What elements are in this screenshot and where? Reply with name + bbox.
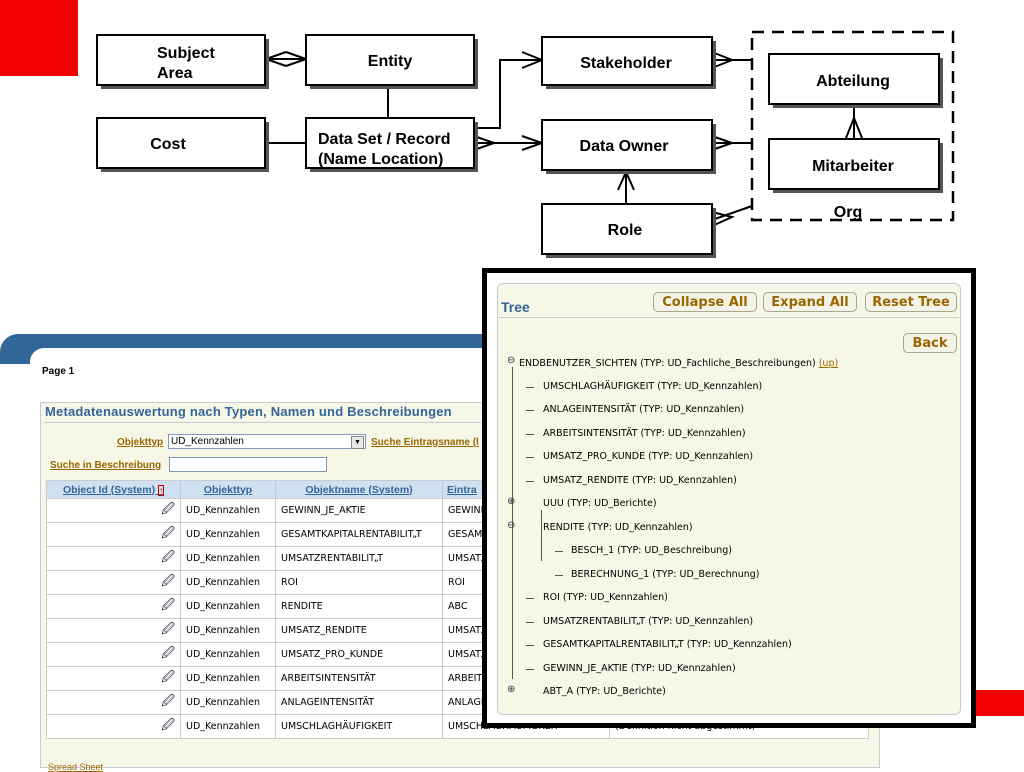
data-set-line2: (Name Location) (318, 151, 443, 168)
spread-sheet-link[interactable]: Spread Sheet (48, 762, 104, 772)
tree-node[interactable]: UMSCHLAGHÄUFIGKEIT (TYP: UD_Kennzahlen) (543, 380, 763, 392)
tree-node[interactable]: GESAMTKAPITALRENTABILIT„T (TYP: UD_Kennz… (543, 639, 792, 650)
collapse-all-button[interactable]: Collapse All (653, 292, 757, 312)
tree-window: Tree Collapse All Expand All Reset Tree … (482, 268, 976, 728)
box-stakeholder (541, 36, 713, 86)
cell-objektname: UMSCHLAGHÄUFIGKEIT (275, 714, 443, 739)
cell-objektname: UMSATZRENTABILIT„T (275, 546, 443, 571)
box-cost (96, 117, 266, 169)
region-title: Metadatenauswertung nach Typen, Namen un… (45, 404, 452, 419)
col-object-id[interactable]: Object Id (System) ↑ (46, 480, 181, 499)
tree-node[interactable]: RENDITE (TYP: UD_Kennzahlen) (543, 521, 693, 533)
cell-objektname: ANLAGEINTENSITÄT (275, 690, 443, 715)
expand-node-icon[interactable]: ⊕ (507, 496, 516, 507)
tree-node[interactable]: ANLAGEINTENSITÄT (TYP: UD_Kennzahlen) (543, 404, 745, 415)
er-diagram: Subject Area Entity Stakeholder Abteilun… (96, 30, 955, 258)
entity-label: Entity (368, 53, 413, 70)
tree-panel (497, 283, 961, 715)
tree-node[interactable]: GEWINN_JE_AKTIE (TYP: UD_Kennzahlen) (543, 662, 736, 674)
edit-icon[interactable]: 🖉 (161, 501, 175, 517)
box-data-owner (541, 119, 713, 171)
cost-label: Cost (150, 136, 186, 153)
cell-objekttyp: UD_Kennzahlen (180, 690, 276, 715)
col-objekttyp[interactable]: Objekttyp (180, 480, 276, 499)
suche-beschreibung-input[interactable] (169, 457, 327, 472)
org-boundary (750, 30, 955, 222)
edit-icon[interactable]: 🖉 (161, 693, 175, 709)
back-button[interactable]: Back (903, 333, 957, 353)
tree-node[interactable]: ROI (TYP: UD_Kennzahlen) (543, 592, 668, 603)
org-label: Org (834, 204, 862, 221)
sort-icon[interactable]: ↑ (158, 484, 165, 496)
cell-objektname: ROI (275, 570, 443, 595)
expand-node-icon[interactable]: ⊕ (507, 684, 516, 695)
box-abteilung (768, 53, 940, 105)
objekttyp-label[interactable]: Objekttyp (117, 437, 164, 448)
tree-title: Tree (501, 299, 530, 315)
box-role (541, 203, 713, 255)
tree-node[interactable]: BERECHNUNG_1 (TYP: UD_Berechnung) (571, 568, 760, 580)
box-entity (305, 34, 475, 86)
cell-objektname: ARBEITSINTENSITÄT (275, 666, 443, 691)
suche-eintragsname-link[interactable]: Suche Eintragsname (l (371, 437, 479, 448)
cell-objekttyp: UD_Kennzahlen (180, 594, 276, 619)
stakeholder-label: Stakeholder (580, 55, 672, 72)
collapse-node-icon[interactable]: ⊖ (507, 519, 516, 531)
tree-node[interactable]: UMSATZ_RENDITE (TYP: UD_Kennzahlen) (543, 474, 737, 486)
cell-objekttyp: UD_Kennzahlen (180, 642, 276, 667)
cell-objekttyp: UD_Kennzahlen (180, 570, 276, 595)
cell-objektname: UMSATZ_PRO_KUNDE (275, 642, 443, 667)
box-data-set (305, 117, 475, 169)
box-mitarbeiter (768, 138, 940, 190)
edit-icon[interactable]: 🖉 (161, 621, 175, 637)
expand-all-button[interactable]: Expand All (763, 292, 857, 312)
tree-node[interactable]: ABT_A (TYP: UD_Berichte) (543, 686, 666, 697)
subject-area-line2: Area (157, 65, 193, 82)
mitarbeiter-label: Mitarbeiter (812, 158, 894, 175)
tree-node[interactable]: UMSATZ_PRO_KUNDE (TYP: UD_Kennzahlen) (543, 451, 754, 462)
col-objektname[interactable]: Objektname (System) (275, 480, 443, 499)
edit-icon[interactable]: 🖉 (161, 573, 175, 589)
role-label: Role (608, 222, 643, 239)
abteilung-label: Abteilung (816, 73, 890, 90)
edit-icon[interactable]: 🖉 (161, 717, 175, 733)
subject-area-line1: Subject (157, 45, 215, 62)
cell-objekttyp: UD_Kennzahlen (180, 618, 276, 643)
reset-tree-button[interactable]: Reset Tree (865, 292, 957, 312)
edit-icon[interactable]: 🖉 (161, 549, 175, 565)
cell-objektname: RENDITE (275, 594, 443, 619)
up-link[interactable]: (up) (818, 358, 839, 369)
cell-objektname: GEWINN_JE_AKTIE (275, 498, 443, 523)
edit-icon[interactable]: 🖉 (161, 669, 175, 685)
cell-objekttyp: UD_Kennzahlen (180, 498, 276, 523)
suche-beschreibung-label[interactable]: Suche in Beschreibung (50, 460, 162, 471)
tree-root-node[interactable]: ENDBENUTZER_SICHTEN (TYP: UD_Fachliche_B… (519, 358, 839, 369)
chevron-down-icon[interactable]: ▼ (351, 436, 364, 449)
cell-objekttyp: UD_Kennzahlen (180, 522, 276, 547)
cell-objekttyp: UD_Kennzahlen (180, 714, 276, 739)
data-owner-label: Data Owner (580, 138, 669, 155)
tree-node[interactable]: UUU (TYP: UD_Berichte) (543, 498, 657, 509)
objekttyp-select[interactable]: UD_Kennzahlen ▼ (168, 434, 366, 449)
page-label: Page 1 (42, 366, 75, 377)
cell-objekttyp: UD_Kennzahlen (180, 546, 276, 571)
data-set-line1: Data Set / Record (318, 131, 450, 148)
edit-icon[interactable]: 🖉 (161, 597, 175, 613)
red-bar-accent (972, 690, 1024, 716)
tree-node[interactable]: ARBEITSINTENSITÄT (TYP: UD_Kennzahlen) (543, 427, 746, 439)
cell-objekttyp: UD_Kennzahlen (180, 666, 276, 691)
collapse-node-icon[interactable]: ⊖ (507, 355, 516, 366)
edit-icon[interactable]: 🖉 (161, 645, 175, 661)
red-corner-accent (0, 0, 78, 76)
cell-objektname: GESAMTKAPITALRENTABILIT„T (275, 522, 443, 547)
cell-objektname: UMSATZ_RENDITE (275, 618, 443, 643)
edit-icon[interactable]: 🖉 (161, 525, 175, 541)
tree-node[interactable]: BESCH_1 (TYP: UD_Beschreibung) (571, 545, 732, 556)
box-subject-area (96, 34, 266, 86)
objekttyp-value: UD_Kennzahlen (171, 436, 244, 447)
tree-node[interactable]: UMSATZRENTABILIT„T (TYP: UD_Kennzahlen) (543, 615, 754, 627)
